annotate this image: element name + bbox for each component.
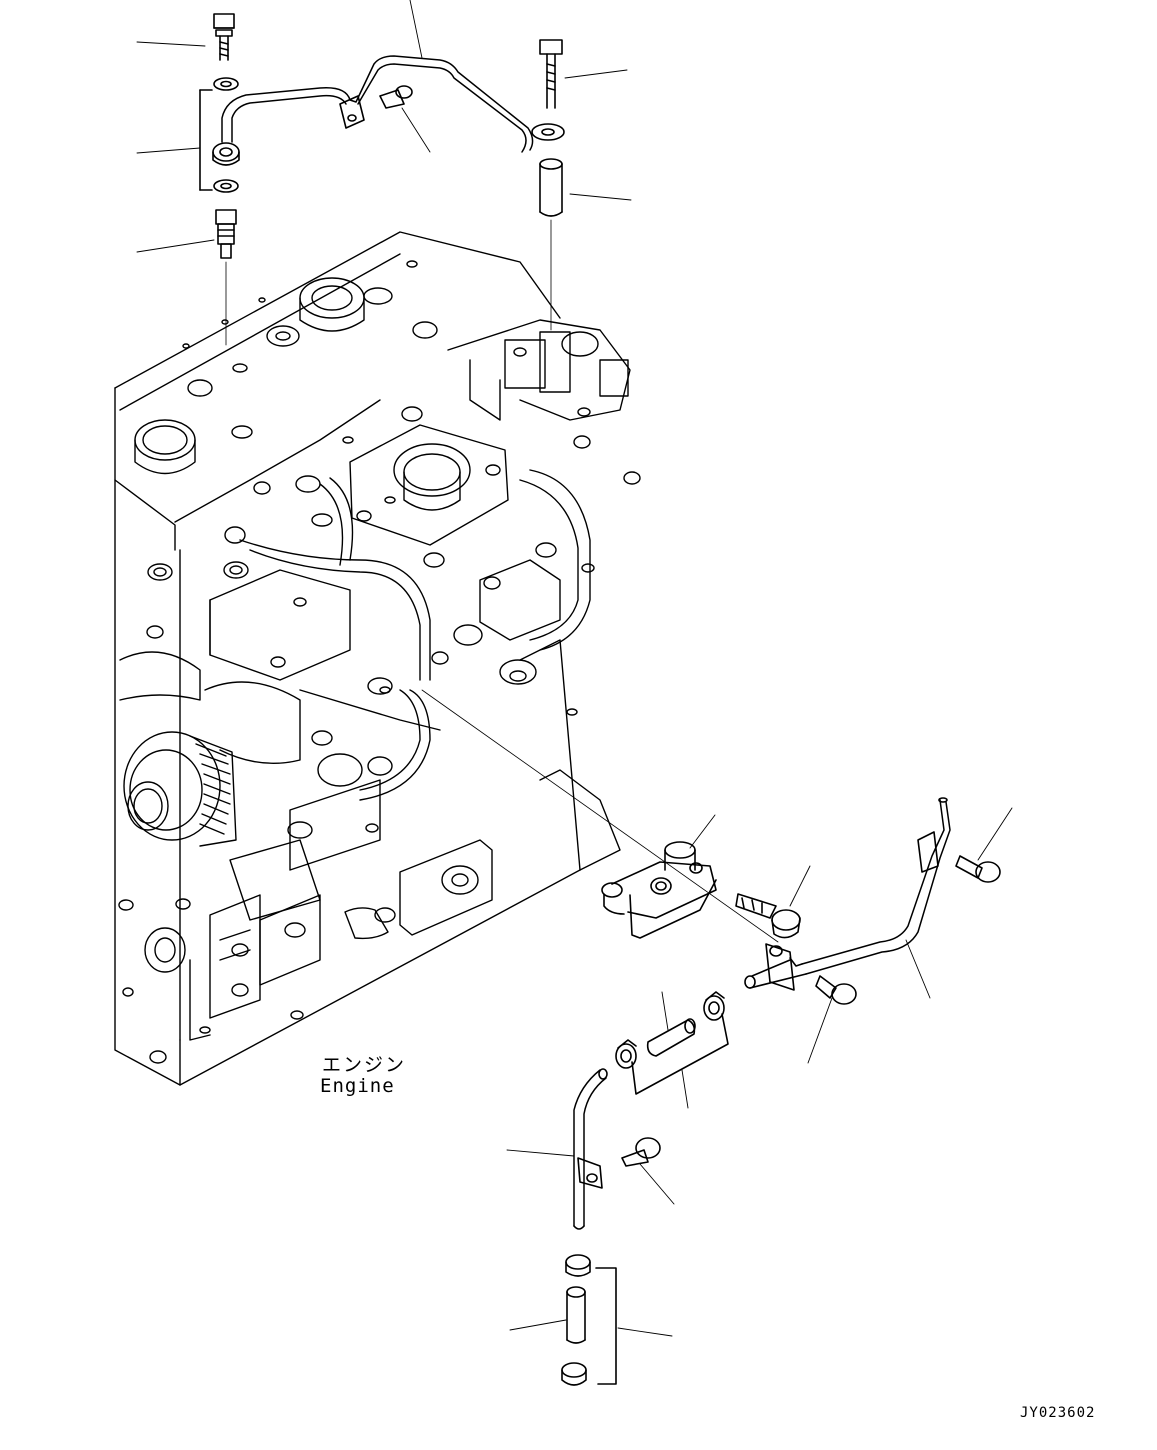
washer-lower (213, 179, 239, 193)
spacer-sleeve (539, 158, 563, 217)
leader-line (421, 689, 779, 943)
engine-label-japanese: エンジン (322, 1054, 407, 1076)
callout-lines-top (136, 0, 632, 253)
banjo-joint-right (531, 123, 565, 141)
clamp-a (703, 991, 725, 1021)
bracket-line (199, 89, 213, 191)
callout-lines-bottom (506, 807, 1013, 1337)
top-bolt-right (539, 39, 563, 109)
bolt-tube-right (955, 855, 1001, 883)
oil-tube-upper (221, 55, 534, 151)
hose-middle (646, 1018, 696, 1057)
right-tube (744, 797, 951, 991)
lower-tube (573, 1068, 608, 1230)
bracket-line (631, 1013, 729, 1095)
bolt-bracket (735, 893, 801, 939)
bracket-line (595, 1267, 617, 1385)
bolt-tube-lower (815, 975, 857, 1005)
mounting-bracket (601, 841, 717, 939)
connector-fitting (215, 209, 237, 259)
engine-block (114, 231, 641, 1086)
clamp-b (615, 1039, 637, 1069)
engine-label-english: Engine (320, 1075, 395, 1097)
clamp-bottom-top (565, 1254, 591, 1277)
washer-upper (213, 77, 239, 91)
clamp-bottom-bottom (561, 1362, 587, 1386)
drawing-code: JY023602 (1020, 1405, 1096, 1421)
bolt-lower-tube (621, 1137, 661, 1167)
hose-bottom (566, 1286, 586, 1344)
tube-clip (339, 95, 365, 129)
eye-joint (212, 142, 240, 166)
top-bolt-left (213, 13, 235, 61)
clip-bolt (379, 85, 413, 109)
